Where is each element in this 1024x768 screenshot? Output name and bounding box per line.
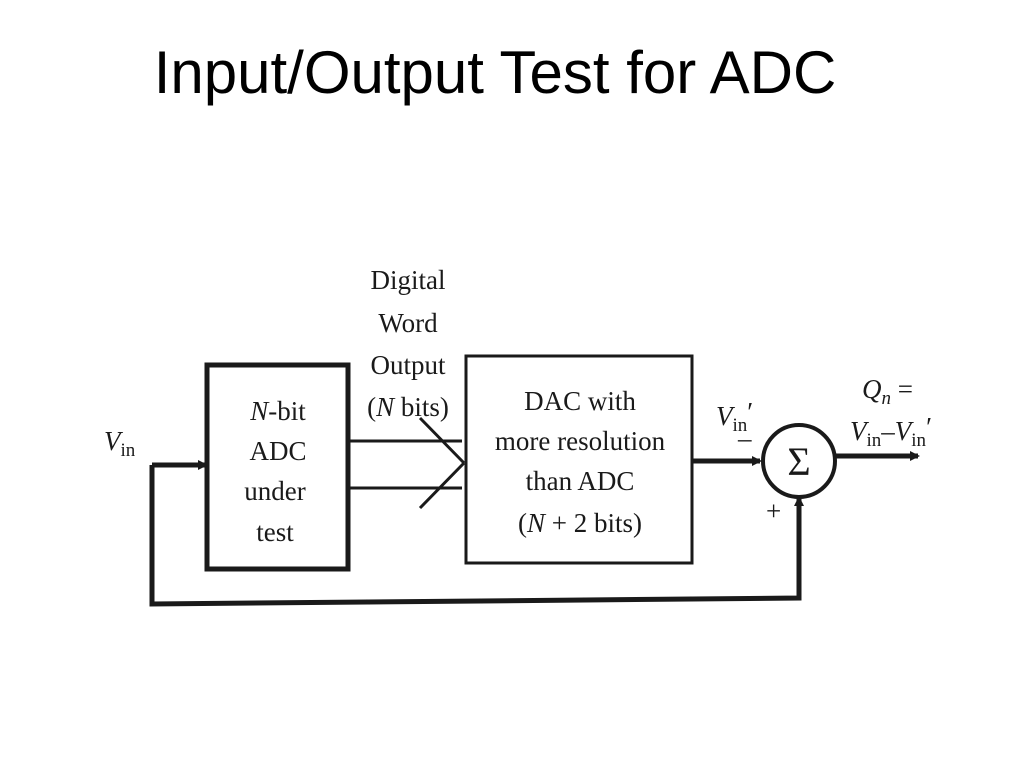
adc-line-4: test <box>256 517 294 547</box>
dac-line-2: more resolution <box>495 426 666 456</box>
digital-word-line-3: Output <box>370 350 446 380</box>
digital-bus-arrow <box>350 416 466 510</box>
digital-word-line-1: Digital <box>371 265 446 295</box>
input-label: Vin <box>104 426 136 461</box>
dac-line-4: (N + 2 bits) <box>518 508 642 538</box>
summer-plus-sign: + <box>766 496 781 526</box>
feedback-line <box>149 465 802 607</box>
adc-line-2: ADC <box>249 436 306 466</box>
digital-word-line-4: (N bits) <box>367 392 449 422</box>
summer-circle <box>761 423 837 499</box>
dac-line-3: than ADC <box>526 466 635 496</box>
summer-minus-sign: – <box>737 423 752 453</box>
output-label-line-2: Vin–Vin′ <box>850 412 932 451</box>
dac-output-label: Vin′ <box>716 397 753 436</box>
adc-line-3: under <box>244 476 305 506</box>
slide-title: Input/Output Test for ADC <box>153 39 837 106</box>
adc-line-1: N-bit <box>249 396 306 426</box>
dac-line-1: DAC with <box>524 386 636 416</box>
digital-word-line-2: Word <box>378 308 438 338</box>
sigma-symbol: Σ <box>787 439 810 484</box>
output-label-line-1: Qn = <box>862 374 913 409</box>
